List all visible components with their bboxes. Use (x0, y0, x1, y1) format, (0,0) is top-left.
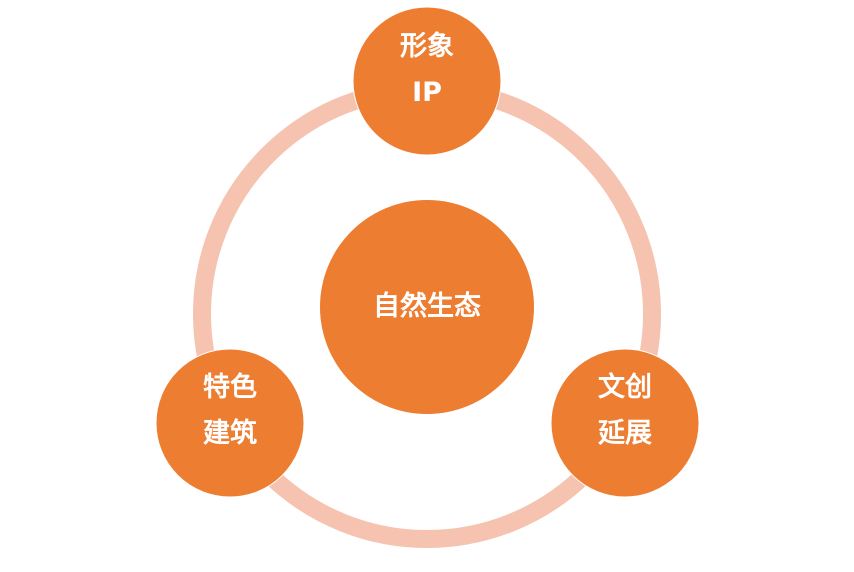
node-right-label: 文创 延展 (598, 365, 652, 457)
node-top-line2: IP (412, 77, 442, 108)
node-right-line2: 延展 (598, 418, 652, 449)
node-left-line2: 建筑 (203, 418, 257, 449)
node-left (155, 348, 305, 498)
node-right (550, 348, 700, 498)
node-left-label: 特色 建筑 (203, 365, 257, 457)
node-top-label: 形象 IP (400, 24, 454, 116)
node-top (352, 6, 502, 156)
center-label: 自然生态 (373, 291, 481, 322)
node-right-line1: 文创 (598, 372, 652, 403)
node-left-line1: 特色 (203, 372, 257, 403)
node-top-line1: 形象 (400, 31, 454, 62)
center-node (320, 200, 534, 414)
